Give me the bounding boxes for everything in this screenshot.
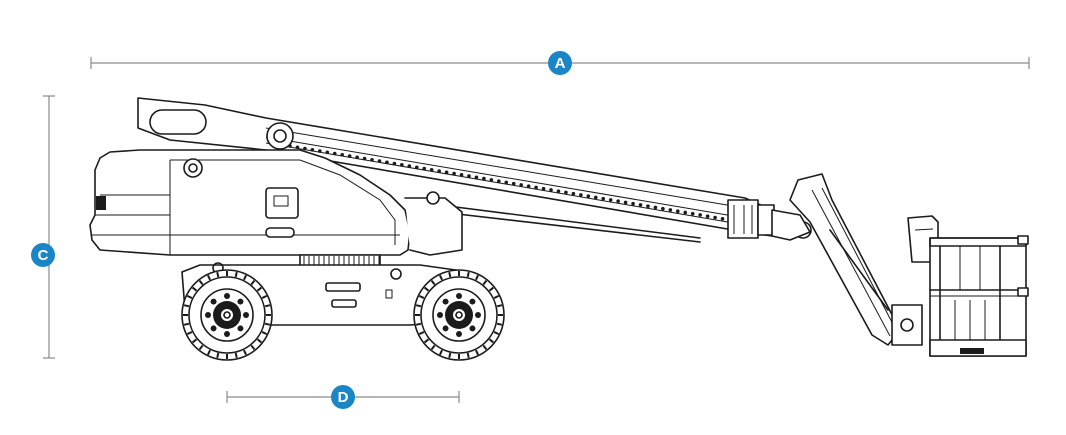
jib-arm [771,173,901,346]
dimension-c-label: C [38,247,49,264]
dimension-a: A [90,51,1030,75]
main-boom [137,97,775,243]
dimension-c-badge [31,243,55,267]
turret [89,149,463,256]
platform-basket [891,215,1029,357]
rear-wheel [413,269,505,361]
dimension-a-badge [548,51,572,75]
front-wheel [181,269,273,361]
hose-carrier [288,144,732,222]
dimension-c: C [31,95,55,359]
dimension-a-label: A [555,55,566,72]
dimension-d-badge [331,385,355,409]
dimension-d-label: D [338,389,349,406]
dimension-d: D [226,385,460,409]
boom-lift-illustration [89,97,1029,361]
